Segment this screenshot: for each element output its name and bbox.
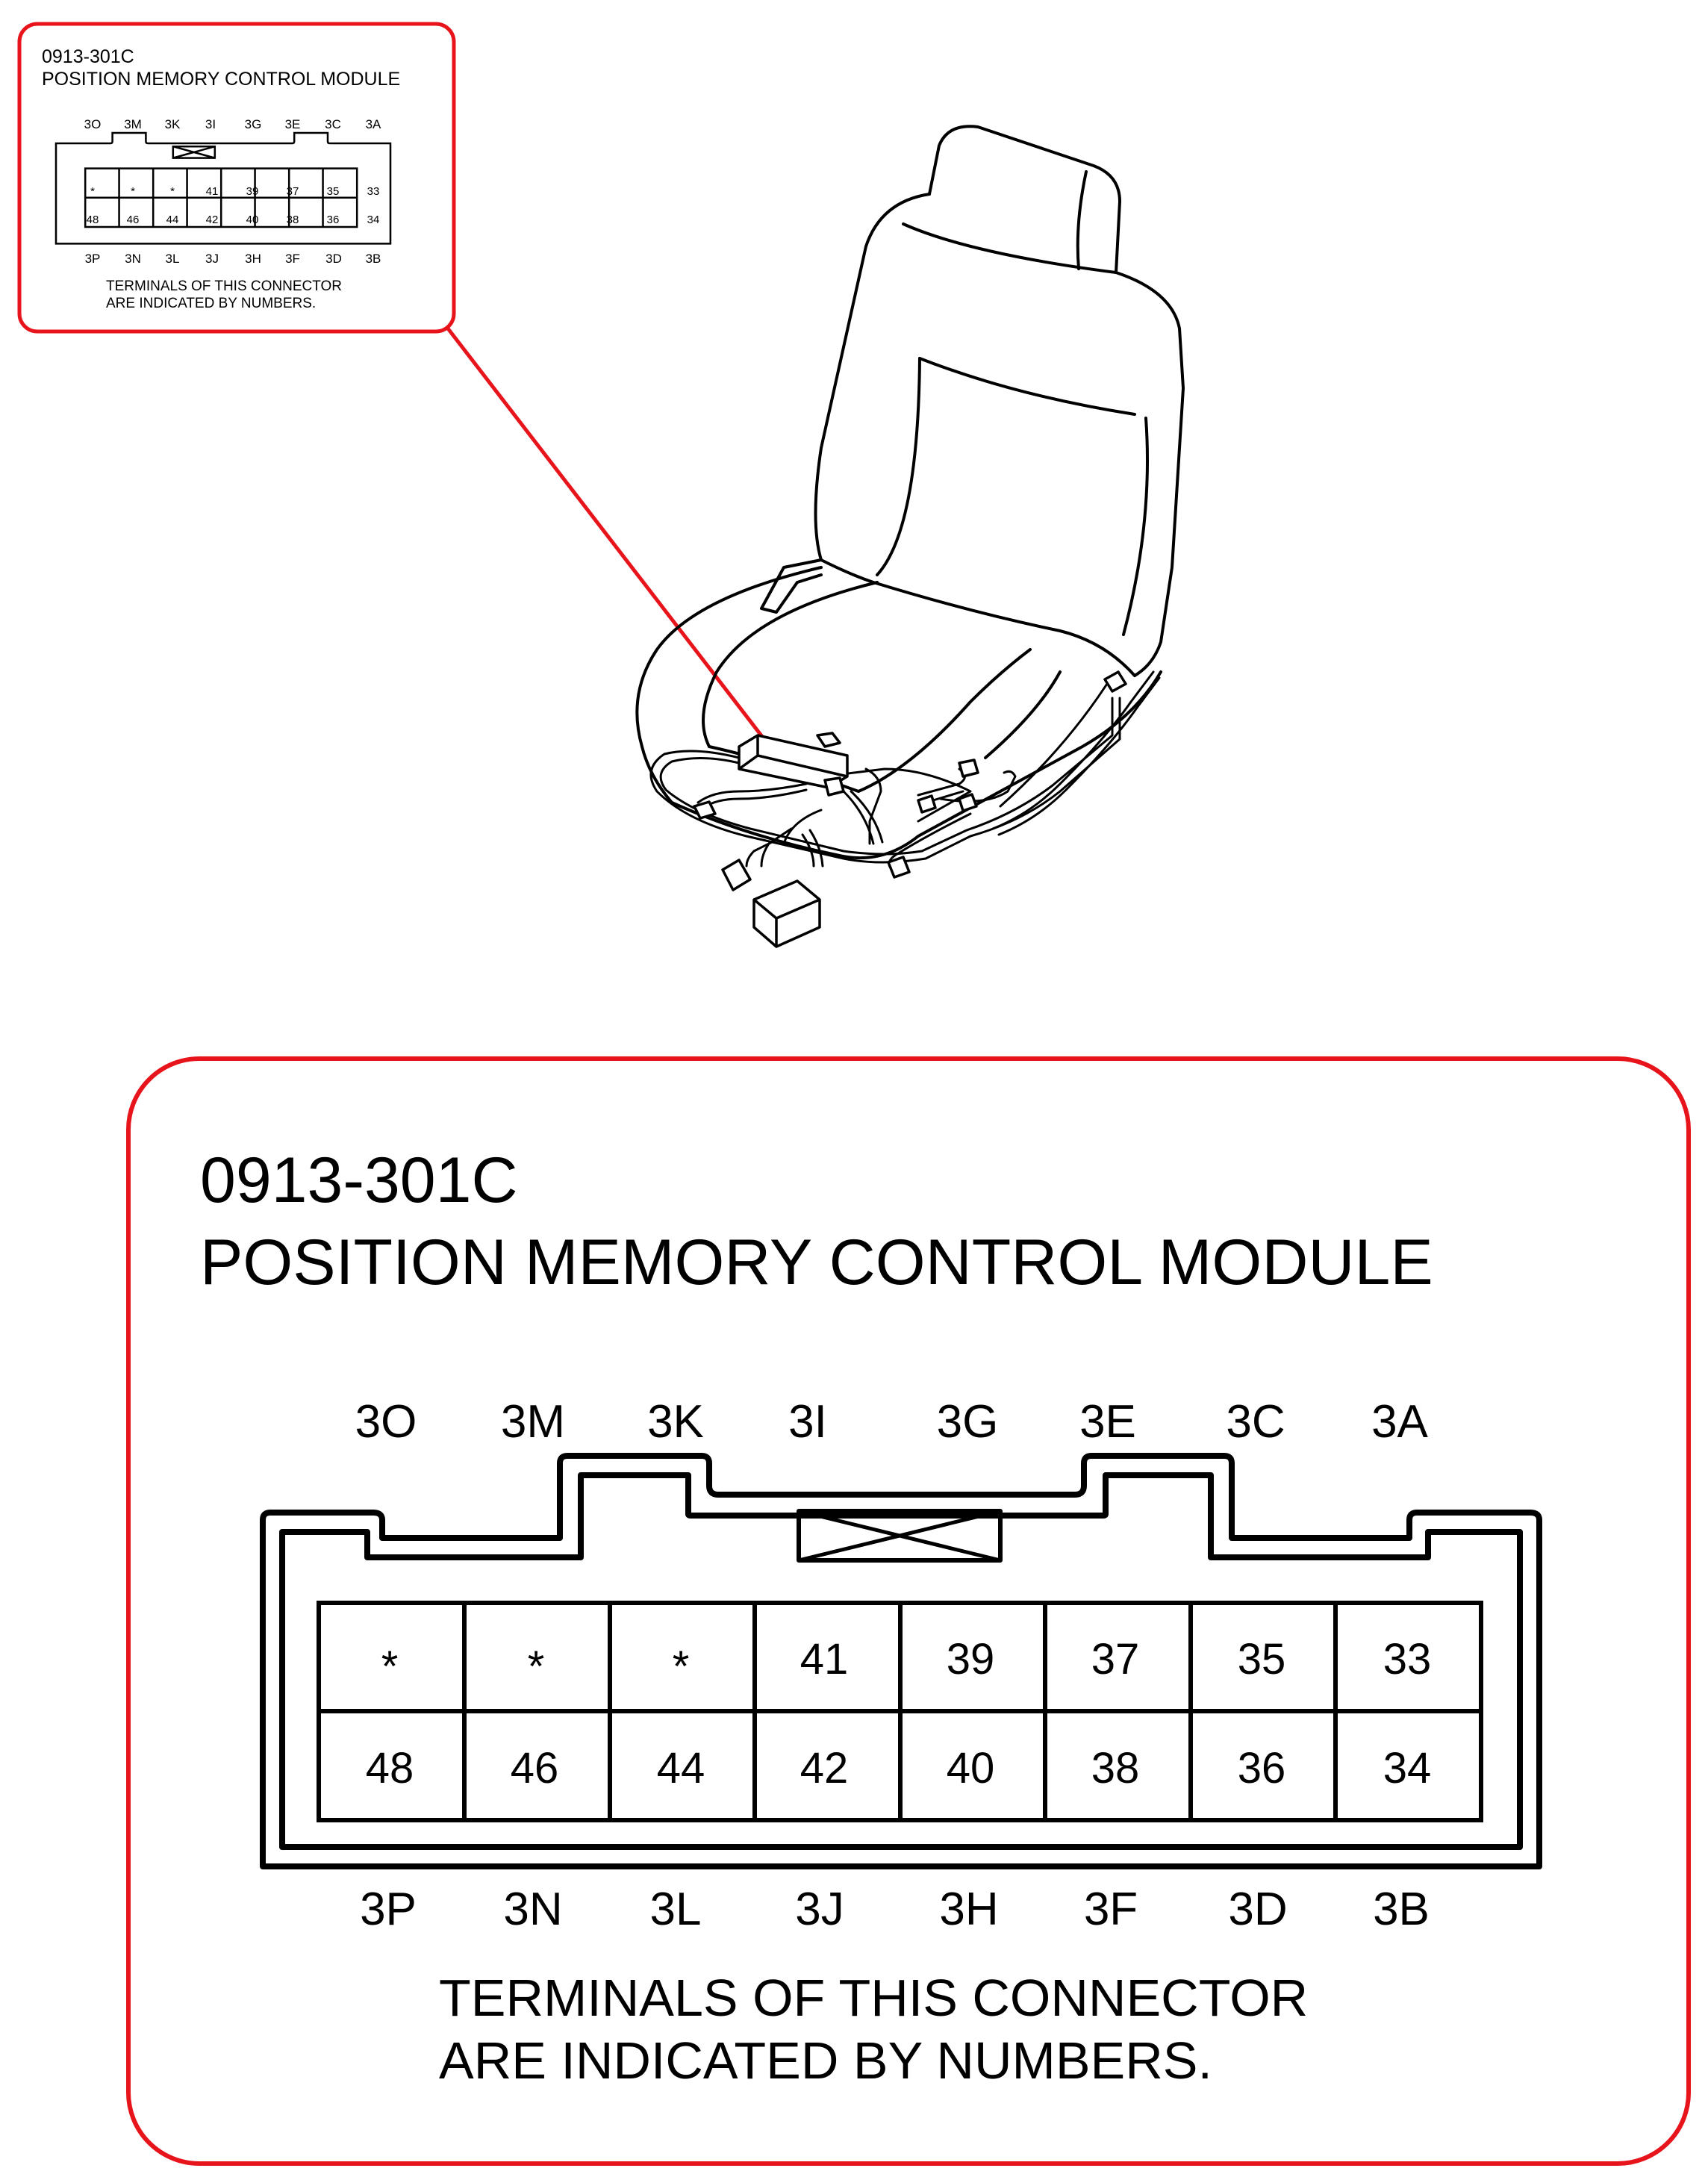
small-pin-label: 3P [85, 252, 101, 266]
small-pin-label: 3L [166, 252, 180, 266]
cavity-38: 38 [1091, 1744, 1140, 1793]
small-pin-label: 3F [285, 252, 300, 266]
cavity-39: 39 [947, 1635, 995, 1684]
small-pin-label: 3O [84, 117, 102, 131]
small-connector-drawing [54, 131, 392, 245]
pin-label-3b: 3B [1373, 1884, 1430, 1935]
cavity-unused: * [673, 1642, 690, 1691]
small-cavity: 34 [367, 214, 380, 226]
housing-outer [260, 1453, 1542, 1869]
small-cavity: * [131, 185, 135, 198]
small-pin-label: 3M [124, 117, 142, 131]
cavity-unused: * [528, 1642, 545, 1691]
small-cavity: 36 [327, 214, 340, 226]
pin-label-3c: 3C [1226, 1396, 1285, 1448]
small-cavity: 44 [166, 214, 179, 226]
small-cavity-numbers: * * * 41 39 37 35 33 48 46 44 42 40 38 3… [87, 185, 380, 226]
pin-label-3d: 3D [1228, 1884, 1287, 1935]
small-pin-label: 3N [125, 252, 141, 266]
small-pin-label: 3B [366, 252, 381, 266]
pin-label-3e: 3E [1079, 1396, 1136, 1448]
small-pin-label: 3A [366, 117, 381, 131]
small-pin-label: 3I [205, 117, 216, 131]
large-connector-callout: 0913-301C POSITION MEMORY CONTROL MODULE… [126, 1056, 1691, 2166]
pin-label-3m: 3M [501, 1396, 565, 1448]
cavity-42: 42 [800, 1744, 849, 1793]
seat-illustration [635, 125, 1185, 860]
pin-label-3g: 3G [937, 1396, 999, 1448]
small-connector-inset: 0913-301C POSITION MEMORY CONTROL MODULE… [17, 22, 456, 334]
top-pin-labels: 3O 3M 3K 3I 3G 3E 3C 3A [355, 1396, 1429, 1448]
pin-label-3l: 3L [650, 1884, 702, 1935]
small-part-number: 0913-301C [42, 46, 134, 67]
small-cavity: * [170, 185, 175, 198]
bottom-pin-labels: 3P 3N 3L 3J 3H 3F 3D 3B [360, 1884, 1430, 1935]
small-module-name: POSITION MEMORY CONTROL MODULE [42, 69, 400, 90]
small-bottom-labels: 3P 3N 3L 3J 3H 3F 3D 3B [85, 252, 381, 266]
cavity-44: 44 [657, 1744, 705, 1793]
headrest [928, 125, 1121, 274]
cavity-36: 36 [1238, 1744, 1286, 1793]
wiring-harness [649, 670, 1161, 871]
small-cavity: 39 [246, 185, 259, 198]
plug-connector [721, 859, 752, 891]
cavity-46: 46 [511, 1744, 559, 1793]
small-cavity: 33 [367, 185, 380, 198]
cavity-33: 33 [1383, 1635, 1432, 1684]
small-cavity: * [90, 185, 95, 198]
small-pin-label: 3K [165, 117, 181, 131]
pin-label-3n: 3N [503, 1884, 562, 1935]
connector-housing [260, 1453, 1542, 1869]
pin-label-3i: 3I [788, 1396, 827, 1448]
pin-label-3h: 3H [939, 1884, 998, 1935]
cavity-35: 35 [1238, 1635, 1286, 1684]
small-cavity: 48 [87, 214, 99, 226]
note-line-1: TERMINALS OF THIS CONNECTOR [439, 1969, 1308, 2027]
small-cavity: 41 [206, 185, 219, 198]
seat-cushion [635, 566, 823, 804]
small-inset-border [17, 22, 456, 334]
cavity-40: 40 [947, 1744, 995, 1793]
module-name: POSITION MEMORY CONTROL MODULE [200, 1227, 1433, 1298]
small-cavity: 40 [246, 214, 259, 226]
pin-label-3p: 3P [360, 1884, 417, 1935]
small-note-line2: ARE INDICATED BY NUMBERS. [106, 296, 316, 311]
small-pin-label: 3D [325, 252, 342, 266]
small-cavity: 37 [287, 185, 299, 198]
cavity-numbers: * * * 41 39 37 35 33 48 46 44 42 40 38 3… [366, 1635, 1432, 1793]
cavity-48: 48 [366, 1744, 414, 1793]
callout-leader-line [446, 327, 764, 739]
note-line-2: ARE INDICATED BY NUMBERS. [439, 2031, 1212, 2090]
pin-label-3j: 3J [795, 1884, 844, 1935]
cavity-unused: * [381, 1642, 399, 1691]
cavity-41: 41 [800, 1635, 849, 1684]
recline-lever [760, 558, 823, 614]
pin-label-3a: 3A [1371, 1396, 1428, 1448]
small-top-labels: 3O 3M 3K 3I 3G 3E 3C 3A [84, 117, 381, 131]
pin-label-3f: 3F [1084, 1884, 1138, 1935]
part-number: 0913-301C [200, 1144, 518, 1216]
locking-tab [797, 1509, 1003, 1563]
small-note-line1: TERMINALS OF THIS CONNECTOR [106, 278, 342, 294]
small-cavity: 46 [127, 214, 140, 226]
pin-label-3o: 3O [355, 1396, 417, 1448]
small-cavity: 35 [327, 185, 340, 198]
seat-connectors [693, 670, 1127, 948]
small-pin-label: 3H [245, 252, 261, 266]
small-cavity: 38 [287, 214, 299, 226]
small-pin-label: 3E [285, 117, 301, 131]
pin-label-3k: 3K [647, 1396, 704, 1448]
cavity-grid [317, 1601, 1483, 1822]
cavity-37: 37 [1091, 1635, 1140, 1684]
small-pin-label: 3J [205, 252, 219, 266]
backrest [814, 193, 931, 561]
small-cavity: 42 [206, 214, 219, 226]
small-pin-label: 3C [325, 117, 341, 131]
housing-inner [279, 1472, 1523, 1850]
small-pin-label: 3G [245, 117, 262, 131]
cavity-34: 34 [1383, 1744, 1432, 1793]
